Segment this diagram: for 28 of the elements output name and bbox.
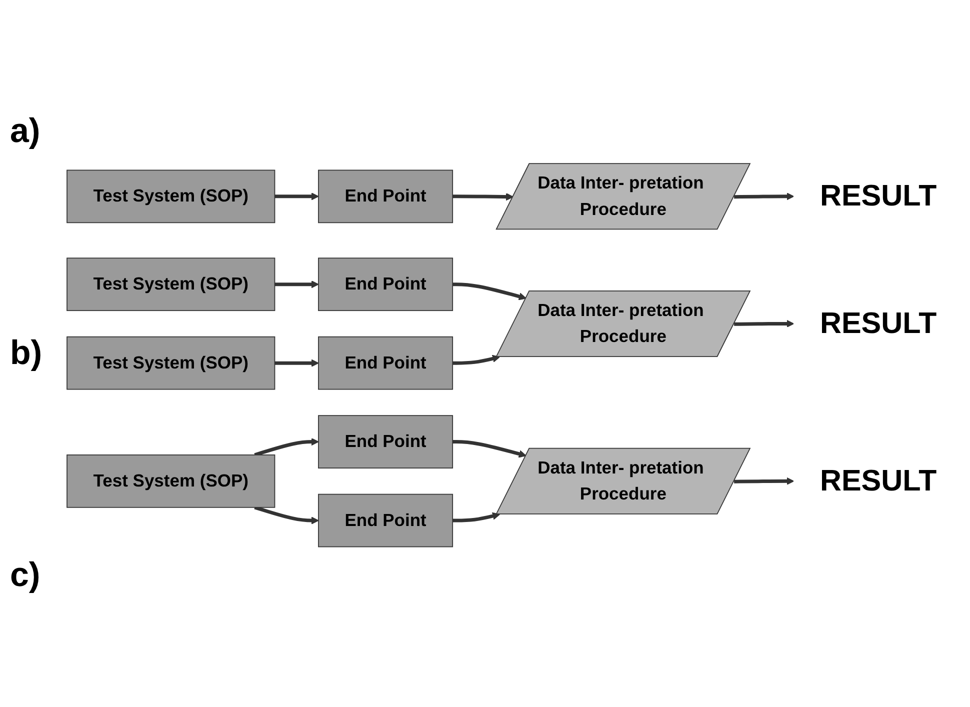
node-box: Test System (SOP) (66, 454, 276, 508)
node-box: End Point (318, 493, 454, 547)
node-box: End Point (318, 336, 454, 390)
panel-letter: a) (10, 112, 42, 151)
arrow (274, 192, 319, 200)
arrow (254, 438, 319, 456)
node-box: End Point (318, 169, 454, 223)
node-box: Test System (SOP) (66, 257, 276, 311)
arrow (734, 319, 794, 328)
node-box: End Point (318, 257, 454, 311)
arrow (274, 358, 319, 367)
node-text: RESULT (820, 306, 937, 340)
node-box: End Point (318, 414, 454, 468)
arrow (254, 505, 319, 524)
node-text: RESULT (820, 464, 937, 497)
arrow (452, 512, 500, 522)
arrow (452, 192, 514, 200)
arrow (734, 476, 794, 485)
arrow (452, 440, 526, 458)
arrow (452, 282, 526, 300)
arrow (452, 354, 500, 364)
arrow (734, 192, 794, 200)
node-text: RESULT (820, 178, 937, 212)
node-box: Test System (SOP) (66, 169, 276, 223)
panel-letter: c) (10, 556, 42, 596)
arrow (274, 280, 319, 288)
node-box: Test System (SOP) (66, 336, 276, 390)
panel-letter: b) (10, 334, 44, 373)
